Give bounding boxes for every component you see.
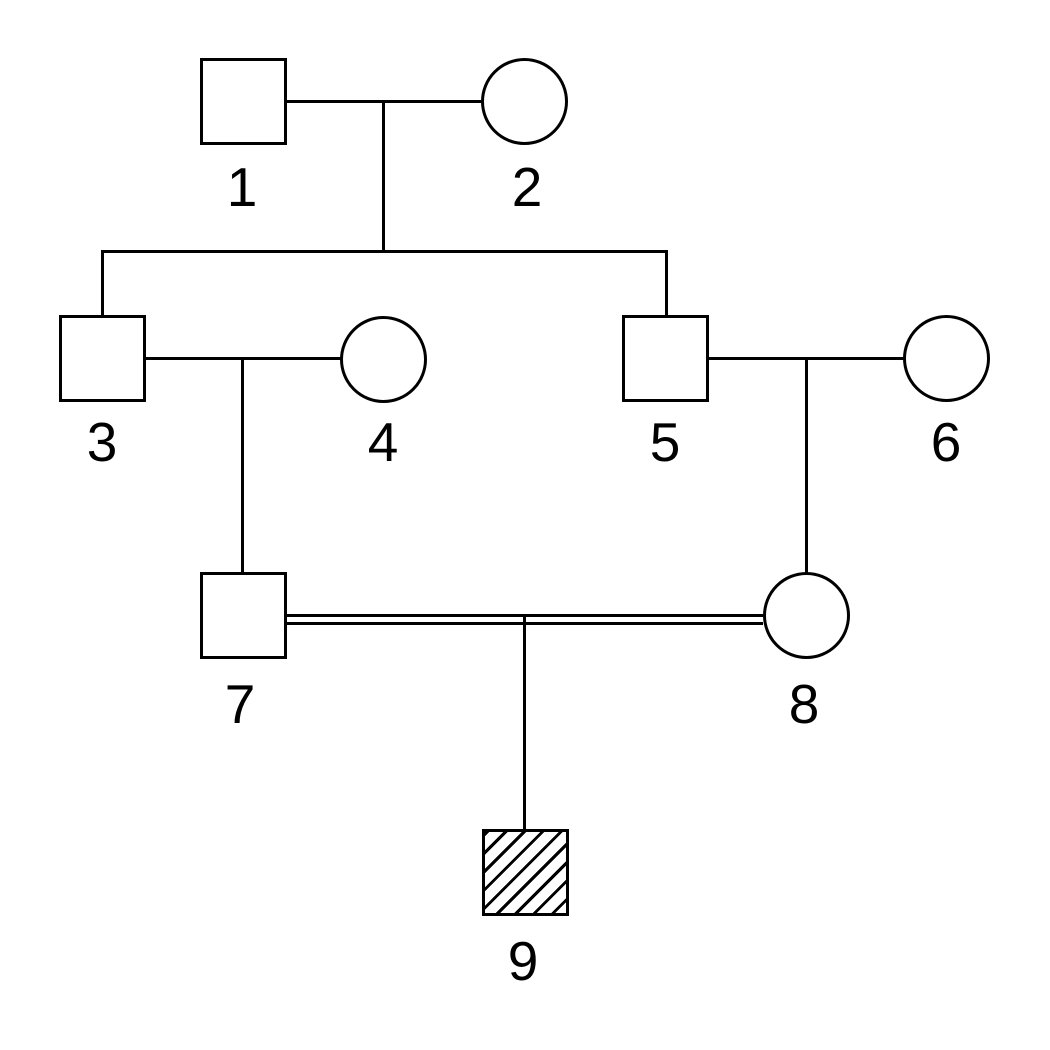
individual-9-affected-male-square [482,829,569,916]
sib-drop-to-3 [101,250,104,316]
individual-3-male-square [59,315,146,402]
individual-5-label: 5 [649,411,681,473]
individual-8-label: 8 [788,673,820,735]
descent-line-to-7 [241,357,244,573]
sibship-line-gen2 [101,250,668,253]
descent-line-to-8 [805,357,808,573]
union-line-1-2 [287,100,481,103]
descent-line-union-1-2 [382,102,385,252]
sib-drop-to-5 [665,250,668,316]
individual-5-male-square [622,315,709,402]
individual-6-female-circle [903,315,990,402]
individual-4-label: 4 [367,411,399,473]
individual-9-label: 9 [507,930,539,992]
descent-line-to-9 [523,614,526,829]
individual-4-female-circle [340,316,427,403]
individual-7-label: 7 [224,673,256,735]
individual-8-female-circle [763,572,850,659]
individual-2-female-circle [481,58,568,145]
individual-1-label: 1 [226,156,258,218]
individual-6-label: 6 [930,411,962,473]
individual-1-male-square [200,58,287,145]
individual-2-label: 2 [511,156,543,218]
individual-3-label: 3 [86,411,118,473]
individual-7-male-square [200,572,287,659]
